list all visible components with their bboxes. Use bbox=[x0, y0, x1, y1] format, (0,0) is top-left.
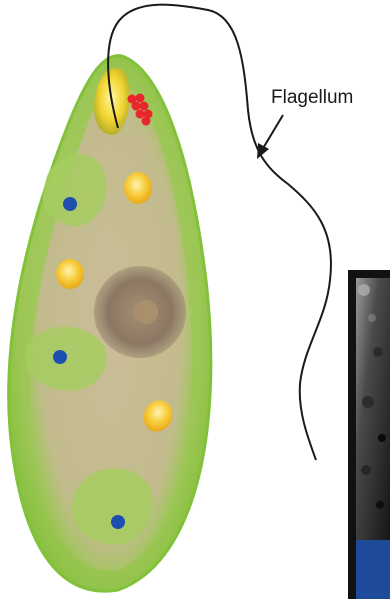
flagellum-pointer-arrowhead bbox=[257, 143, 269, 159]
flagellum-pointer-line bbox=[262, 115, 283, 150]
pyrenoid bbox=[111, 515, 125, 529]
micrograph-inset bbox=[348, 270, 390, 599]
paramylon-granule bbox=[56, 259, 84, 289]
pyrenoid bbox=[63, 197, 77, 211]
nucleolus bbox=[134, 300, 158, 324]
paramylon-granule bbox=[124, 172, 152, 204]
flagellum-label: Flagellum bbox=[271, 87, 353, 108]
micrograph-color-band bbox=[356, 540, 390, 599]
pyrenoid bbox=[53, 350, 67, 364]
